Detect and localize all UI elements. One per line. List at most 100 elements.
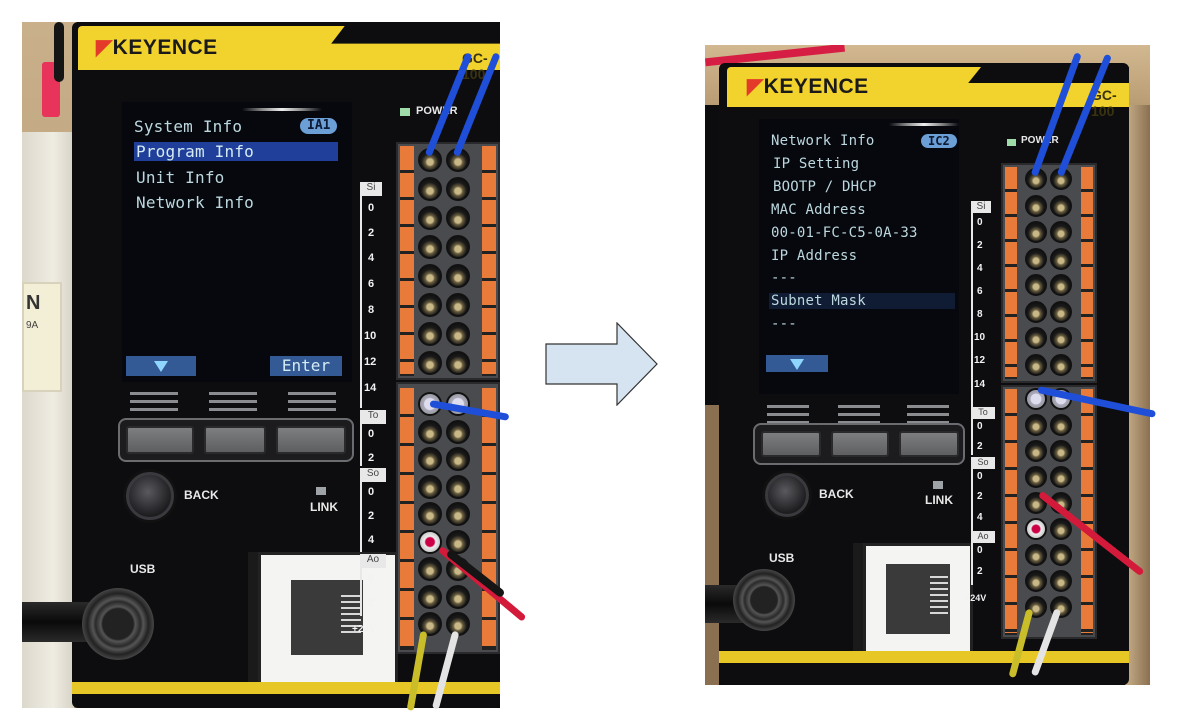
terminal-hole[interactable] [1050,353,1072,376]
screen-id-badge: IA1 [300,118,338,134]
menu-item-network-info[interactable]: Network Info [136,193,254,212]
terminal-hole[interactable] [1050,570,1072,592]
terminal-hole[interactable] [446,177,470,201]
io-label: 10 [364,330,377,342]
subnet-mask-value: --- [771,316,797,332]
terminal-hole[interactable] [418,502,442,526]
terminal-hole[interactable] [1025,194,1047,217]
menu-item-program-info[interactable]: Program Info [134,142,338,161]
terminal-hole[interactable] [1025,247,1047,270]
link-led [933,481,943,489]
black-cable [54,22,64,82]
terminal-hole[interactable] [1025,466,1047,488]
terminal-hole[interactable] [418,529,442,554]
terminal-release-levers [482,146,496,376]
io-label: 2 [368,510,375,522]
terminal-hole[interactable] [418,235,442,259]
terminal-hole[interactable] [446,419,470,444]
terminal-hole[interactable] [1050,194,1072,217]
back-button[interactable] [126,472,174,520]
brand-band [78,26,500,70]
terminal-hole[interactable] [1050,247,1072,270]
ethernet-port[interactable] [258,552,398,692]
terminal-hole[interactable] [418,322,442,346]
terminal-hole[interactable] [446,584,470,609]
terminal-hole[interactable] [418,557,442,581]
terminal-hole[interactable] [418,206,442,230]
terminal-hole[interactable] [1025,518,1047,540]
terminal-hole[interactable] [418,447,442,471]
terminal-hole[interactable] [418,177,442,201]
terminal-hole[interactable] [446,264,470,288]
key-indicator-lines [130,392,178,416]
io-strip-so [971,469,973,531]
terminal-hole[interactable] [1025,544,1047,566]
link-label: LINK [925,493,953,507]
io-label: 14 [974,379,986,390]
function-key-1[interactable] [126,426,194,454]
key-indicator-lines [838,405,880,429]
ethernet-port[interactable] [863,543,973,663]
terminal-hole[interactable] [1025,300,1047,323]
io-strip-to [360,424,362,466]
terminal-hole[interactable] [418,612,442,636]
terminal-hole[interactable] [446,612,470,636]
back-button[interactable] [765,473,809,517]
io-label: 10 [974,332,986,343]
softkey-down[interactable] [126,356,196,376]
function-key-3[interactable] [276,426,346,454]
terminal-hole[interactable] [446,322,470,346]
ip-address-value: --- [771,270,797,286]
softkey-enter[interactable]: Enter [270,356,342,376]
terminal-hole[interactable] [1050,544,1072,566]
io-label: 0 [977,545,983,556]
terminal-hole[interactable] [418,474,442,499]
terminal-hole[interactable] [1025,414,1047,436]
down-arrow-icon [790,359,804,370]
terminal-hole[interactable] [1050,414,1072,436]
terminal-hole[interactable] [446,235,470,259]
function-key-1[interactable] [761,431,821,457]
function-key-2[interactable] [204,426,266,454]
terminal-hole[interactable] [446,293,470,317]
terminal-hole[interactable] [1025,221,1047,243]
terminal-hole[interactable] [418,293,442,317]
terminal-hole[interactable] [446,351,470,375]
function-key-3[interactable] [899,431,959,457]
terminal-hole[interactable] [1025,274,1047,296]
io-group-si: Si [360,182,382,196]
terminal-hole[interactable] [446,502,470,526]
function-key-2[interactable] [831,431,889,457]
terminal-hole[interactable] [1050,440,1072,462]
terminal-hole[interactable] [1050,466,1072,488]
io-label: 4 [368,252,375,264]
menu-item-subnet-mask: Subnet Mask [769,293,955,309]
terminal-hole[interactable] [1050,327,1072,349]
terminal-hole[interactable] [418,419,442,444]
terminal-hole[interactable] [1050,518,1072,540]
terminal-hole[interactable] [446,206,470,230]
terminal-hole[interactable] [446,474,470,499]
bottom-brand-band [719,651,1129,663]
softkey-down[interactable] [766,355,828,372]
terminal-hole[interactable] [418,264,442,288]
terminal-hole[interactable] [1050,221,1072,243]
terminal-hole[interactable] [1050,300,1072,323]
io-group-to: To [360,410,386,424]
terminal-hole[interactable] [1050,274,1072,296]
io-group-si: Si [971,201,991,213]
usb-port[interactable] [733,569,795,631]
menu-item-unit-info[interactable]: Unit Info [136,168,225,187]
io-label: 2 [977,491,983,502]
io-label: 2 [977,441,983,452]
io-label: 0 [368,486,375,498]
terminal-hole[interactable] [446,447,470,471]
terminal-hole[interactable] [1025,570,1047,592]
usb-port[interactable] [82,588,154,660]
terminal-hole[interactable] [1025,353,1047,376]
terminal-hole[interactable] [1025,327,1047,349]
terminal-hole[interactable] [418,584,442,609]
terminal-hole[interactable] [418,351,442,375]
screen-glare [889,123,959,126]
terminal-hole[interactable] [1025,440,1047,462]
